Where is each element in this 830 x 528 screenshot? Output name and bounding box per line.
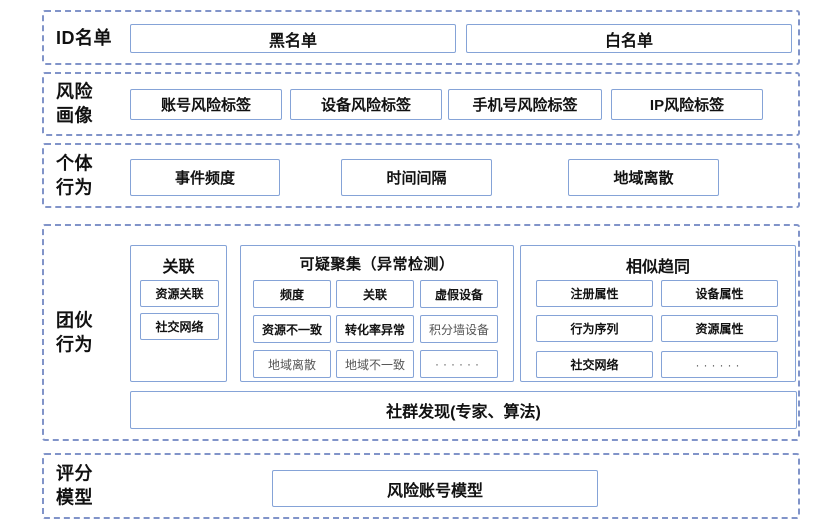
- section-label-risk-profile: 风险 画像: [56, 81, 93, 126]
- phone-risk-tag-box: 手机号风险标签: [448, 89, 602, 120]
- section-label-scoring-model: 评分 模型: [56, 463, 93, 508]
- suspicious-cluster-panel: 可疑聚集（异常检测） 频度 关联 虚假设备 资源不一致 转化率异常 积分墙设备 …: [240, 245, 514, 382]
- frequency-cell: 频度: [253, 280, 331, 308]
- account-risk-tag-box: 账号风险标签: [130, 89, 282, 120]
- conversion-anomaly-cell: 转化率异常: [336, 315, 414, 343]
- social-network-cell: 社交网络: [140, 313, 219, 340]
- section-label-id-list: ID名单: [56, 27, 112, 48]
- association-panel-title: 关联: [162, 259, 195, 276]
- device-attribute-cell: 设备属性: [661, 280, 778, 307]
- association-panel: 关联 资源关联 社交网络: [130, 245, 227, 382]
- similarity-ellipsis-cell: ······: [661, 351, 778, 378]
- section-id-list: ID名单 黑名单 白名单: [42, 10, 800, 65]
- section-scoring-model: 评分 模型 风险账号模型: [42, 453, 800, 519]
- section-individual-behavior: 个体 行为 事件频度 时间间隔 地域离散: [42, 143, 800, 208]
- section-group-behavior: 团伙 行为 关联 资源关联 社交网络 可疑聚集（异常检测） 频度 关联 虚假设备…: [42, 224, 800, 441]
- register-attribute-cell: 注册属性: [536, 280, 653, 307]
- ip-risk-tag-box: IP风险标签: [611, 89, 763, 120]
- similarity-panel: 相似趋同 注册属性 设备属性 行为序列 资源属性 社交网络 ······: [520, 245, 796, 382]
- fake-device-cell: 虚假设备: [420, 280, 498, 308]
- resource-inconsistency-cell: 资源不一致: [253, 315, 331, 343]
- section-label-group-behavior: 团伙 行为: [56, 310, 93, 355]
- event-frequency-box: 事件频度: [130, 159, 280, 196]
- blacklist-box: 黑名单: [130, 24, 456, 53]
- resource-association-cell: 资源关联: [140, 280, 219, 307]
- section-risk-profile: 风险 画像 账号风险标签 设备风险标签 手机号风险标签 IP风险标签: [42, 72, 800, 136]
- resource-attribute-cell: 资源属性: [661, 315, 778, 342]
- section-label-individual-behavior: 个体 行为: [56, 153, 93, 198]
- cluster-ellipsis-cell: ······: [420, 350, 498, 378]
- offerwall-device-cell: 积分墙设备: [420, 315, 498, 343]
- risk-account-model-box: 风险账号模型: [272, 470, 598, 507]
- association-cell: 关联: [336, 280, 414, 308]
- similarity-panel-title: 相似趋同: [625, 259, 690, 276]
- behavior-sequence-cell: 行为序列: [536, 315, 653, 342]
- region-dispersion-cell: 地域离散: [253, 350, 331, 378]
- suspicious-cluster-panel-title: 可疑聚集（异常检测）: [299, 256, 455, 273]
- whitelist-box: 白名单: [466, 24, 792, 53]
- region-dispersion-box: 地域离散: [568, 159, 719, 196]
- region-inconsistency-cell: 地域不一致: [336, 350, 414, 378]
- time-interval-box: 时间间隔: [341, 159, 492, 196]
- social-network-cell: 社交网络: [536, 351, 653, 378]
- device-risk-tag-box: 设备风险标签: [290, 89, 442, 120]
- community-discovery-box: 社群发现(专家、算法): [130, 391, 797, 429]
